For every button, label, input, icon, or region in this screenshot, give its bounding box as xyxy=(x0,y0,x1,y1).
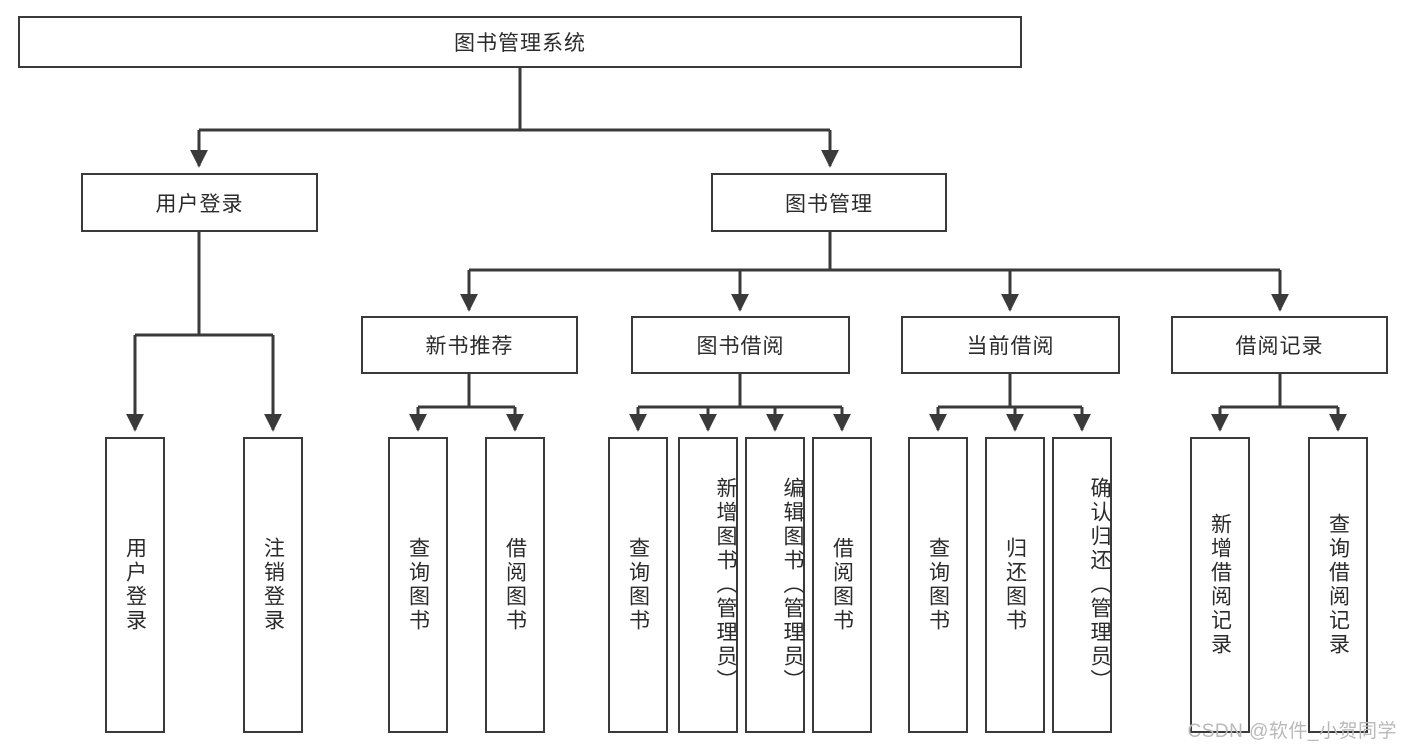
node-leaf-logout-login-label: 注销登录 xyxy=(261,537,285,633)
watermark: CSDN @软件_小贺同学 xyxy=(1187,721,1397,742)
node-book-management[interactable]: 图书管理 xyxy=(711,173,947,232)
node-leaf-add-book-label: 新增图书（管理员） xyxy=(714,477,737,693)
node-leaf-confirm-return-label: 确认归还（管理员） xyxy=(1088,477,1111,693)
node-leaf-add-borrow-record[interactable]: 新增借阅记录 xyxy=(1190,437,1250,733)
node-leaf-return-book-label: 归还图书 xyxy=(1003,537,1027,633)
node-root-label: 图书管理系统 xyxy=(454,32,586,55)
node-leaf-query-borrow-record-label: 查询借阅记录 xyxy=(1326,513,1350,657)
node-current-borrow[interactable]: 当前借阅 xyxy=(901,316,1120,374)
node-leaf-add-borrow-record-label: 新增借阅记录 xyxy=(1208,513,1232,657)
node-user-login-label: 用户登录 xyxy=(155,192,244,216)
node-current-borrow-label: 当前借阅 xyxy=(966,335,1055,358)
node-leaf-query-book-2-label: 查询图书 xyxy=(626,537,650,633)
node-borrow-record-label: 借阅记录 xyxy=(1235,335,1324,358)
node-leaf-logout-login[interactable]: 注销登录 xyxy=(243,437,303,733)
node-leaf-query-book-3[interactable]: 查询图书 xyxy=(908,437,968,733)
node-new-book-recommend[interactable]: 新书推荐 xyxy=(361,316,578,374)
node-new-book-recommend-label: 新书推荐 xyxy=(425,335,514,358)
node-leaf-query-book-2[interactable]: 查询图书 xyxy=(608,437,668,733)
node-leaf-edit-book-label: 编辑图书（管理员） xyxy=(781,477,804,693)
node-leaf-borrow-book-2-label: 借阅图书 xyxy=(830,537,854,633)
node-book-borrow-label: 图书借阅 xyxy=(696,335,785,358)
node-leaf-query-book-3-label: 查询图书 xyxy=(926,537,950,633)
node-root[interactable]: 图书管理系统 xyxy=(18,16,1022,68)
node-book-management-label: 图书管理 xyxy=(785,192,873,216)
node-leaf-edit-book[interactable]: 编辑图书（管理员） xyxy=(745,437,805,733)
node-book-borrow[interactable]: 图书借阅 xyxy=(631,316,850,374)
node-leaf-confirm-return[interactable]: 确认归还（管理员） xyxy=(1052,437,1112,733)
node-user-login[interactable]: 用户登录 xyxy=(81,173,318,232)
node-borrow-record[interactable]: 借阅记录 xyxy=(1171,316,1388,374)
node-leaf-add-book[interactable]: 新增图书（管理员） xyxy=(678,437,738,733)
node-leaf-query-book-1-label: 查询图书 xyxy=(406,537,430,633)
node-leaf-user-login-label: 用户登录 xyxy=(123,537,147,633)
node-leaf-return-book[interactable]: 归还图书 xyxy=(985,437,1045,733)
node-leaf-user-login[interactable]: 用户登录 xyxy=(105,437,165,733)
node-leaf-borrow-book-2[interactable]: 借阅图书 xyxy=(812,437,872,733)
node-leaf-borrow-book-1[interactable]: 借阅图书 xyxy=(485,437,545,733)
node-leaf-query-book-1[interactable]: 查询图书 xyxy=(388,437,448,733)
node-leaf-query-borrow-record[interactable]: 查询借阅记录 xyxy=(1308,437,1368,733)
node-leaf-borrow-book-1-label: 借阅图书 xyxy=(503,537,527,633)
